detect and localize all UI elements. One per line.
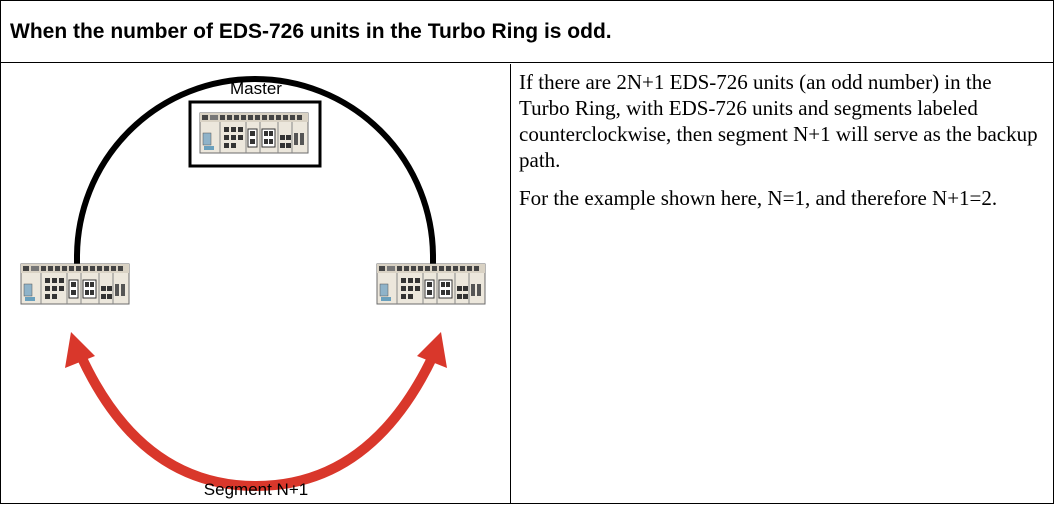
segment-label: Segment N+1 [204,480,308,499]
turbo-ring-diagram: Master Segment N+1 [20,76,486,499]
diagram-panel: Master Segment N+1 [1,64,510,503]
left-switch-icon [20,263,130,305]
right-switch-icon [376,263,486,305]
left-arrowhead-icon [65,332,95,368]
backup-segment-arrow-icon [76,353,438,492]
description-paragraph-2: For the example shown here, N=1, and the… [519,186,998,210]
right-arrowhead-icon [417,332,447,368]
column-divider [510,64,511,503]
description-panel: If there are 2N+1 EDS-726 units (an odd … [519,69,1045,223]
ring-cable [74,76,436,264]
table-header: When the number of EDS-726 units in the … [1,1,1053,63]
description-paragraph-1: If there are 2N+1 EDS-726 units (an odd … [519,70,1038,172]
master-switch-icon [199,112,309,154]
master-label: Master [230,79,282,98]
